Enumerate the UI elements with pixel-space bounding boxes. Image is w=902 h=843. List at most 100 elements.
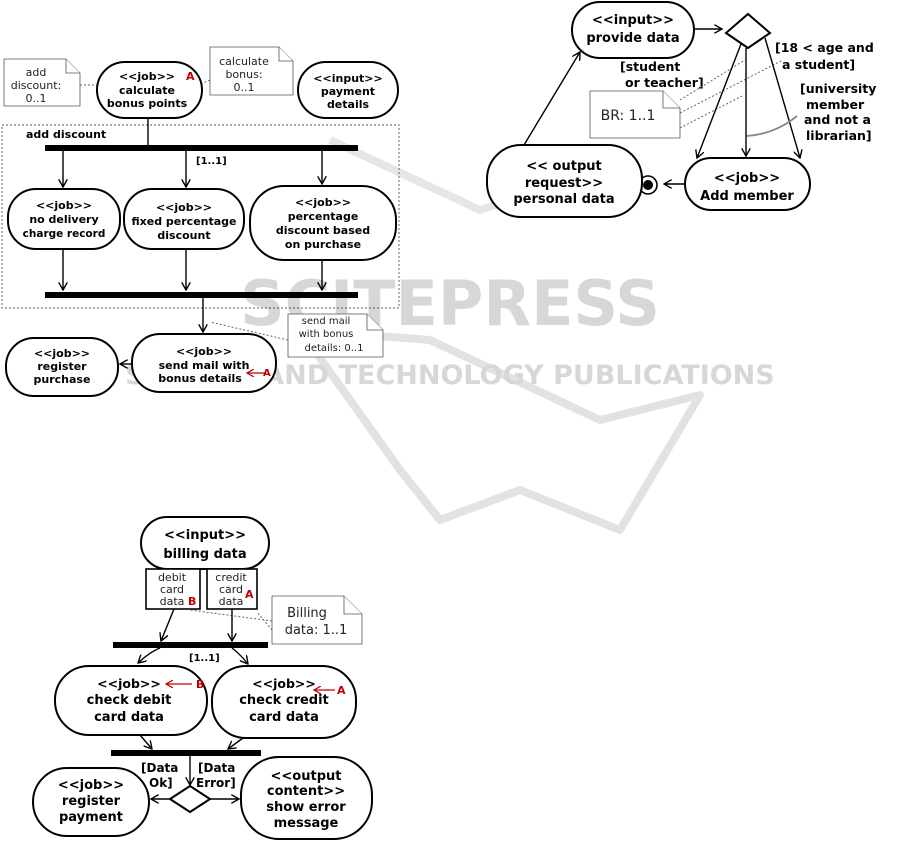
billing-join-bar <box>111 750 261 756</box>
send-mail-note: send mail with bonus details: 0..1 <box>287 313 384 358</box>
fork-guard: [1..1] <box>196 156 227 167</box>
data-error-guard-line2: Error] <box>196 776 236 790</box>
svg-text:fixed percentage: fixed percentage <box>132 215 237 228</box>
data-ok-guard-line1: [Data <box>141 761 178 775</box>
svg-text:send mail with: send mail with <box>159 359 250 372</box>
credit-card-data-object: credit card data A <box>206 568 258 610</box>
output-personal-data-node: << output request>> personal data <box>486 144 643 218</box>
svg-text:<<job>>: <<job>> <box>295 196 351 209</box>
svg-text:bonus details: bonus details <box>158 372 242 385</box>
svg-text:<<job>>: <<job>> <box>156 201 212 214</box>
svg-text:request>>: request>> <box>525 176 603 191</box>
student-guard-line1: [student <box>620 59 680 74</box>
show-error-message-node: <<output content>> show error message <box>240 756 373 840</box>
svg-text:<<job>>: <<job>> <box>34 347 90 360</box>
data-error-guard-line1: [Data <box>198 761 235 775</box>
svg-text:0..1: 0..1 <box>234 81 255 94</box>
svg-text:details: 0..1: details: 0..1 <box>305 343 364 354</box>
add-member-node: <<job>> Add member <box>684 157 811 211</box>
svg-text:<<job>>: <<job>> <box>176 345 232 358</box>
svg-text:Add member: Add member <box>700 189 794 204</box>
br-note: BR: 1..1 <box>589 90 681 139</box>
billing-diagram: <<input>> billing data debit card data B… <box>32 516 373 840</box>
svg-text:register: register <box>62 794 121 809</box>
billing-decision-diamond <box>168 784 212 814</box>
svg-text:check debit: check debit <box>87 693 172 708</box>
svg-text:calculate: calculate <box>119 84 175 97</box>
svg-text:payment: payment <box>321 85 375 98</box>
svg-text:no delivery: no delivery <box>29 213 98 226</box>
billing-fork-bar <box>113 642 268 648</box>
svg-text:percentage: percentage <box>288 210 359 223</box>
svg-text:purchase: purchase <box>34 373 91 386</box>
age-guard-line2: a student] <box>782 57 855 72</box>
svg-text:card: card <box>219 583 243 596</box>
register-purchase-node: <<job>> register purchase <box>5 337 119 397</box>
svg-text:show error: show error <box>266 800 346 815</box>
svg-text:bonus:: bonus: <box>225 68 262 81</box>
marker-a: A <box>186 70 195 83</box>
member-diagram: <<input>> provide data [18 < age and a s… <box>486 1 876 218</box>
add-discount-region <box>1 124 400 309</box>
svg-text:send mail: send mail <box>302 316 351 327</box>
svg-text:discount:: discount: <box>11 79 62 92</box>
svg-text:<<job>>: <<job>> <box>97 676 161 691</box>
svg-text:billing data: billing data <box>163 547 246 562</box>
fixed-percentage-discount-node: <<job>> fixed percentage discount <box>123 188 245 250</box>
svg-text:<<job>>: <<job>> <box>58 778 124 793</box>
data-ok-guard-line2: Ok] <box>149 776 173 790</box>
svg-text:calculate: calculate <box>219 55 269 68</box>
svg-text:content>>: content>> <box>267 784 345 799</box>
no-delivery-charge-node: <<job>> no delivery charge record <box>7 188 121 250</box>
svg-text:<<input>>: <<input>> <box>313 72 382 85</box>
add-discount-region-label: add discount <box>26 128 106 141</box>
svg-text:<< output: << output <box>526 159 602 174</box>
svg-text:data: 1..1: data: 1..1 <box>285 623 348 638</box>
register-payment-node: <<job>> register payment <box>32 767 150 837</box>
svg-text:<<job>>: <<job>> <box>119 70 175 83</box>
join-bar <box>45 292 358 298</box>
svg-text:debit: debit <box>158 571 187 584</box>
debit-card-data-object: debit card data B <box>145 568 201 610</box>
svg-text:data: data <box>160 595 185 608</box>
billing-data-node: <<input>> billing data <box>140 516 270 570</box>
fork-bar <box>45 145 358 151</box>
svg-text:card: card <box>160 583 184 596</box>
marker-b: B <box>188 595 196 608</box>
svg-text:on purchase: on purchase <box>285 238 361 251</box>
svg-text:with bonus: with bonus <box>299 329 354 340</box>
student-guard-line2: or teacher] <box>625 75 704 90</box>
svg-text:Billing: Billing <box>287 606 327 621</box>
svg-text:0..1: 0..1 <box>26 92 47 105</box>
svg-text:discount based: discount based <box>276 224 370 237</box>
svg-text:BR: 1..1: BR: 1..1 <box>601 108 656 124</box>
add-discount-note: add discount: 0..1 <box>3 58 81 107</box>
payment-details-node: <<input>> payment details <box>297 61 399 119</box>
marker-a: A <box>245 588 254 601</box>
svg-text:check credit: check credit <box>239 693 329 708</box>
svg-text:bonus points: bonus points <box>107 97 188 110</box>
discount-diagram: add discount add discount: 0..1 calculat… <box>1 46 400 397</box>
calculate-bonus-points-node: <<job>> calculate bonus points A <box>96 61 203 119</box>
svg-text:<<job>>: <<job>> <box>714 171 780 186</box>
svg-text:<<job>>: <<job>> <box>36 199 92 212</box>
svg-text:<<job>>: <<job>> <box>252 676 316 691</box>
svg-text:<<input>>: <<input>> <box>592 13 674 28</box>
check-debit-card-node: <<job>> check debit card data B <box>54 665 208 736</box>
marker-a: A <box>337 684 346 697</box>
decision-diamond <box>724 12 772 50</box>
send-mail-bonus-node: <<job>> send mail with bonus details A <box>131 333 277 393</box>
marker-b: B <box>196 678 204 691</box>
svg-text:card data: card data <box>249 710 319 725</box>
svg-text:register: register <box>37 360 87 373</box>
svg-text:<<output: <<output <box>271 769 342 784</box>
university-guard-line3: and not a <box>804 112 871 127</box>
svg-text:discount: discount <box>157 229 210 242</box>
percentage-discount-purchase-node: <<job>> percentage discount based on pur… <box>249 185 397 261</box>
calculate-bonus-note: calculate bonus: 0..1 <box>209 46 294 96</box>
billing-data-note: Billing data: 1..1 <box>271 595 363 645</box>
svg-text:card data: card data <box>94 710 164 725</box>
svg-text:message: message <box>274 816 339 831</box>
university-guard-line1: [university <box>800 81 876 96</box>
